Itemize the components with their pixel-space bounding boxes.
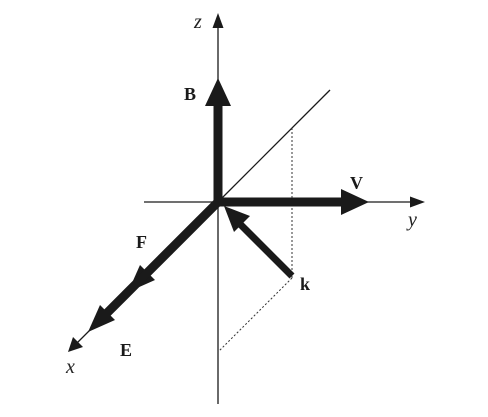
b-vector-label: B <box>184 84 196 104</box>
e-vector-arrowhead <box>88 305 115 332</box>
k-vector-label: k <box>300 274 310 294</box>
k-vector-arrowhead <box>224 206 250 232</box>
v-vector-label: V <box>350 173 363 193</box>
k-dotted-diagonal <box>217 277 293 353</box>
y-axis-arrowhead <box>410 196 425 208</box>
x-axis-arrowhead <box>68 337 83 352</box>
v-vector-arrowhead <box>341 189 369 215</box>
z-axis-label: z <box>193 11 202 33</box>
f-vector-shaft <box>142 198 222 278</box>
b-vector-arrowhead <box>205 78 231 106</box>
e-vector-label: E <box>120 340 132 360</box>
e-vector-shaft <box>102 270 150 318</box>
diagonal-reference-line <box>217 89 331 203</box>
k-vector-shaft <box>237 221 295 279</box>
f-vector-label: F <box>136 232 147 252</box>
z-axis-arrowhead <box>212 13 224 28</box>
y-axis-label: y <box>406 209 417 231</box>
x-axis-label: x <box>65 356 75 378</box>
